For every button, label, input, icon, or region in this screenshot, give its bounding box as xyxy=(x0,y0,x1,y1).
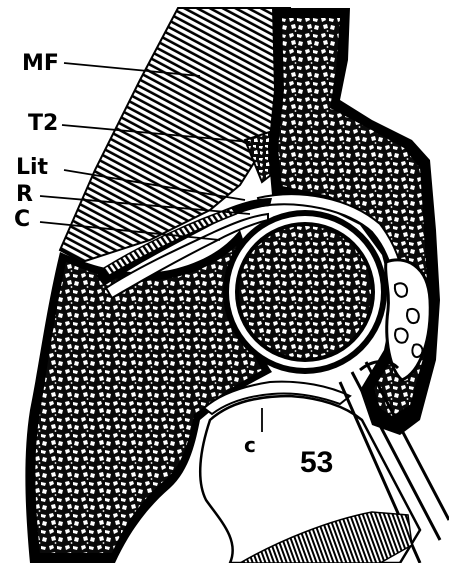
figure-number: 53 xyxy=(300,446,333,479)
label-c-lower: c xyxy=(244,433,256,457)
label-mf: MF xyxy=(22,51,59,76)
label-t2: T2 xyxy=(28,111,58,136)
label-lit: Lit xyxy=(16,155,49,180)
femoral-head-bone xyxy=(239,226,371,358)
label-r: R xyxy=(16,182,33,207)
label-c-upper: C xyxy=(14,207,30,232)
